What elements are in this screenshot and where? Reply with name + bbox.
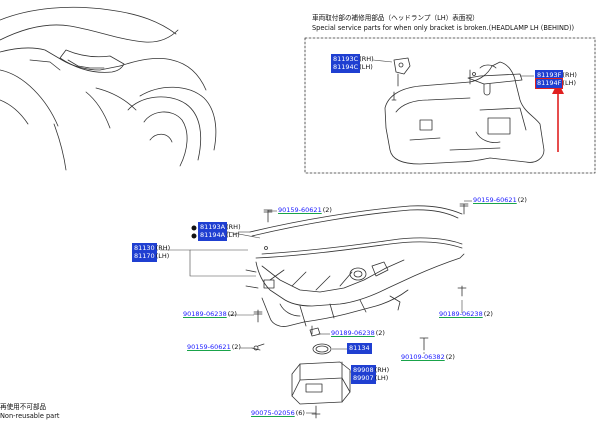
highlight-arrow	[552, 82, 564, 152]
part-label-j[interactable]: 81170(LH)	[132, 251, 170, 262]
part-label-k[interactable]: 90189-06238(2)	[183, 310, 237, 318]
part-label-o[interactable]: 81134	[347, 343, 372, 354]
socket-81134	[309, 327, 332, 355]
vehicle-front-illustration	[0, 6, 217, 171]
part-label-i[interactable]: 81130(RH)	[132, 243, 171, 254]
part-label-d[interactable]: 81194F(LH)	[534, 78, 577, 89]
headlamp-rear-view	[384, 61, 545, 165]
part-label-e[interactable]: 90159-60621(2)	[278, 206, 332, 214]
inset-note-en: Special service parts for when only brac…	[312, 24, 575, 32]
part-label-b[interactable]: 81194C(LH)	[330, 62, 373, 73]
inset-note-jp: 車両取付部の補修用部品（ヘッドランプ（LH）表面視）	[312, 14, 479, 22]
non-reusable-bullet-a	[191, 225, 197, 231]
legend-jp: 再使用不可部品	[0, 403, 47, 411]
part-label-s[interactable]: 90075-02056(6)	[251, 409, 305, 417]
part-label-p[interactable]: 90109-06382(2)	[401, 353, 455, 361]
part-label-r[interactable]: 89907(LH)	[351, 373, 389, 384]
part-label-f[interactable]: 90159-60621(2)	[473, 196, 527, 204]
legend-en: Non-reusable part	[0, 412, 60, 420]
bracket-f-part	[467, 64, 523, 96]
part-label-h[interactable]: 81194A(LH)	[197, 230, 240, 241]
service-part-inset-frame	[304, 37, 596, 174]
part-label-l[interactable]: 90189-06238(2)	[439, 310, 493, 318]
headlamp-assembly	[245, 205, 465, 327]
bracket-c-part	[391, 57, 411, 101]
fasteners	[251, 203, 469, 419]
part-label-n[interactable]: 90159-60621(2)	[187, 343, 241, 351]
part-label-m[interactable]: 90189-06238(2)	[331, 329, 385, 337]
non-reusable-bullet-h	[191, 233, 197, 239]
module-89908	[291, 361, 351, 405]
part-label-q[interactable]: 89908(RH)	[351, 365, 390, 376]
part-label-g[interactable]: 81193A(RH)	[197, 222, 241, 233]
part-label-c[interactable]: 81193F(RH)	[534, 70, 577, 81]
part-label-a[interactable]: 81193C(RH)	[330, 54, 374, 65]
